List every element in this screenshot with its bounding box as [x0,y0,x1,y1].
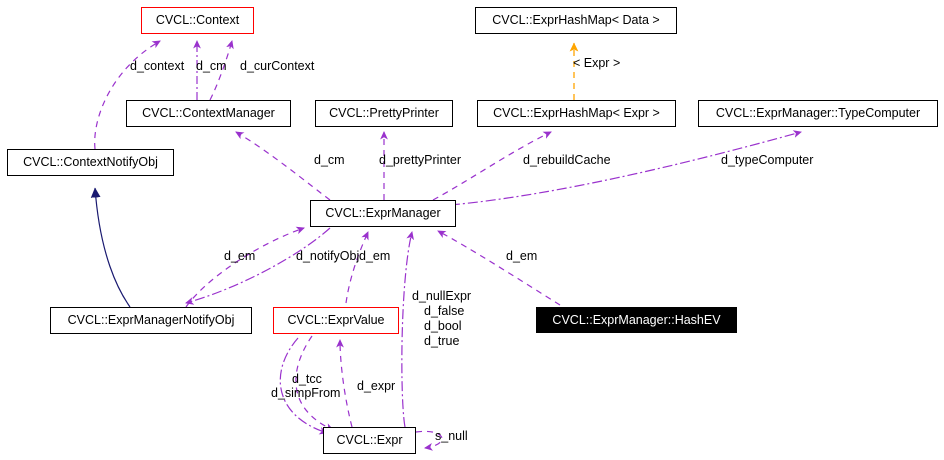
edge-label-s-null: s_null [435,429,468,443]
node-label: CVCL::ExprManager::TypeComputer [715,106,921,121]
edge-label-d-simpfrom: d_simpFrom [271,386,341,400]
node-cvcl-exprmanagernotifyobj[interactable]: CVCL::ExprManagerNotifyObj [50,307,252,334]
edge-label-d-em-mid: d_em [359,249,391,263]
edge-label-template-expr: < Expr > [573,56,621,70]
node-cvcl-context[interactable]: CVCL::Context [141,7,254,34]
node-cvcl-contextmanager[interactable]: CVCL::ContextManager [126,100,291,127]
inheritance-edges [90,187,131,308]
edge-label-d-prettyprinter: d_prettyPrinter [379,153,461,167]
node-label: CVCL::ContextManager [142,106,275,121]
node-cvcl-exprhashmap-data[interactable]: CVCL::ExprHashMap< Data > [475,7,677,34]
edge-label-d-cm-top: d_cm [196,59,227,73]
node-label: CVCL::ExprManagerNotifyObj [67,313,235,328]
node-label: CVCL::ExprHashMap< Expr > [493,106,660,121]
edge-label-d-true: d_true [424,334,460,348]
node-label: CVCL::ContextNotifyObj [23,155,158,170]
usage-edges [94,40,802,451]
node-label: CVCL::ExprHashMap< Data > [492,13,660,28]
node-cvcl-exprmanager-typecomputer[interactable]: CVCL::ExprManager::TypeComputer [698,100,938,127]
edge-label-d-curcontext: d_curContext [240,59,315,73]
node-cvcl-prettyprinter[interactable]: CVCL::PrettyPrinter [315,100,453,127]
node-label: CVCL::ExprManager [325,206,441,221]
edge-label-d-expr: d_expr [357,379,396,393]
edge-label-d-notifyobj: d_notifyObj [296,249,360,263]
node-cvcl-exprhashmap-expr[interactable]: CVCL::ExprHashMap< Expr > [477,100,676,127]
node-label: CVCL::ExprValue [287,313,385,328]
edge-label-d-tcc: d_tcc [292,372,322,386]
edge-label-d-em-left: d_em [224,249,256,263]
edge-label-d-em-right: d_em [506,249,538,263]
node-cvcl-exprmanager[interactable]: CVCL::ExprManager [310,200,456,227]
edge-label-d-false: d_false [424,304,465,318]
node-label: CVCL::ExprManager::HashEV [552,312,721,327]
edge-label-d-nullexpr: d_nullExpr [412,289,472,303]
node-label: CVCL::Context [155,13,240,28]
node-label: CVCL::PrettyPrinter [329,106,439,121]
node-cvcl-contextnotifyobj[interactable]: CVCL::ContextNotifyObj [7,149,174,176]
edge-label-d-rebuildcache: d_rebuildCache [523,153,611,167]
edge-label-d-context: d_context [130,59,185,73]
edge-label-d-cm-mid: d_cm [314,153,345,167]
node-cvcl-expr[interactable]: CVCL::Expr [323,427,416,454]
node-cvcl-exprmanager-hashev[interactable]: CVCL::ExprManager::HashEV [536,307,737,333]
node-label: CVCL::Expr [336,433,403,448]
edge-label-d-bool: d_bool [424,319,462,333]
node-cvcl-exprvalue[interactable]: CVCL::ExprValue [273,307,399,334]
edge-label-d-typecomputer: d_typeComputer [721,153,814,167]
